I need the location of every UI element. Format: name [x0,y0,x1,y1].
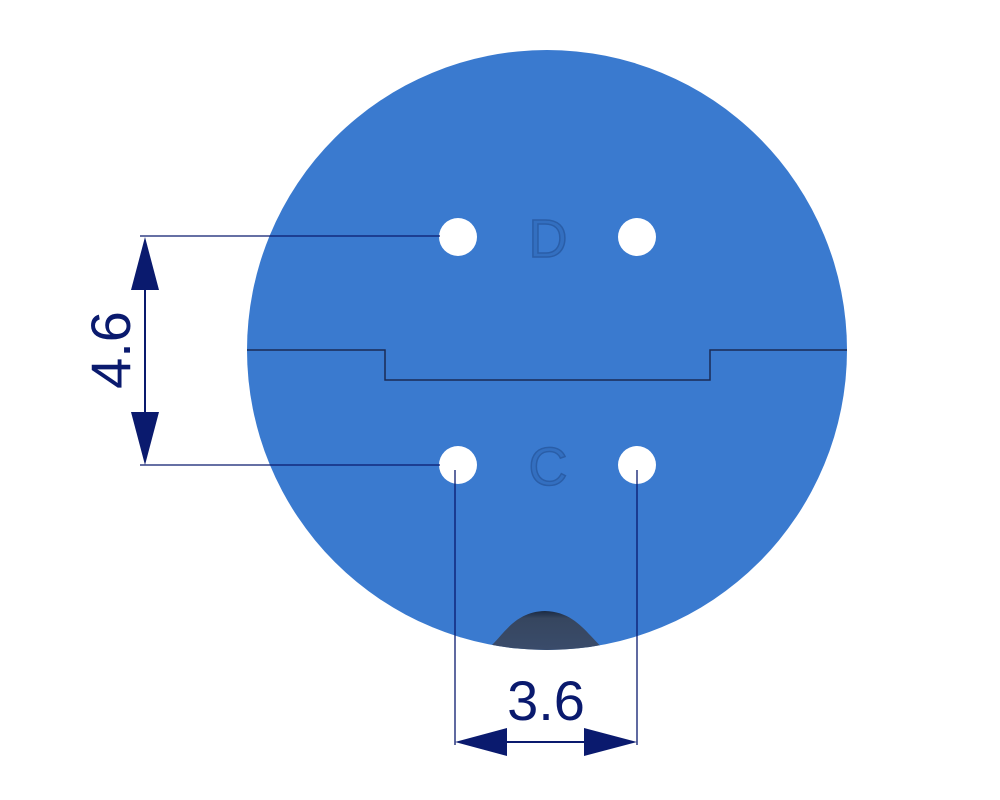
arrow-right-icon [584,728,637,756]
pin-hole [439,446,477,484]
split-line [247,349,847,381]
arrow-down-icon [131,412,159,465]
mark-c: C [529,437,568,497]
mark-d: D [529,209,568,269]
arrow-left-icon [455,728,507,756]
vertical-dimension-label: 4.6 [79,311,142,389]
vertical-dimension [131,235,440,466]
connector-face [247,50,847,650]
horizontal-dimension-label: 3.6 [507,669,585,732]
pin-hole [439,218,477,256]
arrow-up-icon [131,237,159,290]
pin-hole [618,218,656,256]
pin-hole [618,446,656,484]
horizontal-dimension [454,470,638,756]
